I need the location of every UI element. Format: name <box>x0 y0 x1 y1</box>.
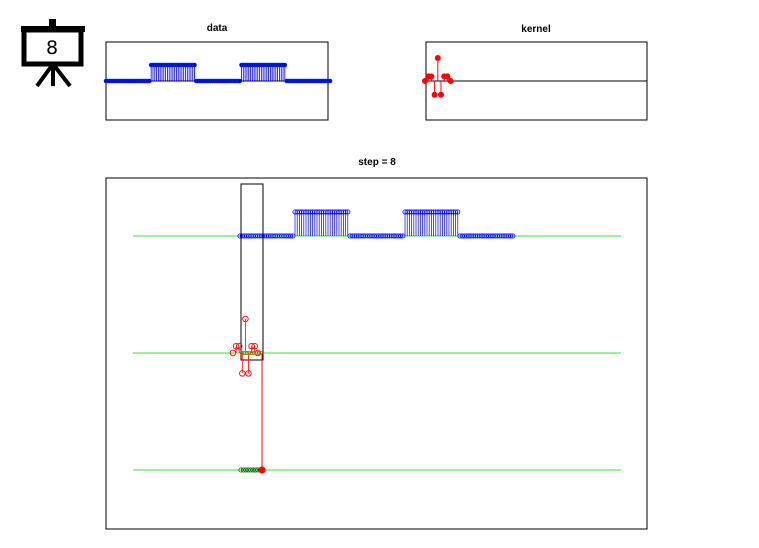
step-kernel-point <box>235 342 243 350</box>
window-sample-point <box>242 351 247 355</box>
step-kernel-point <box>239 370 246 377</box>
kernel-point <box>428 73 435 80</box>
output-point <box>243 467 249 473</box>
data-plot-title: data <box>207 23 228 34</box>
output-point <box>248 467 254 473</box>
data-point <box>282 62 288 68</box>
data-point <box>192 62 197 68</box>
kernel-point <box>444 73 451 80</box>
kernel-point <box>431 91 438 98</box>
output-point <box>238 467 244 473</box>
step-plot-frame <box>105 177 648 530</box>
window-sample-point <box>244 351 249 355</box>
step-data-point <box>288 233 294 239</box>
step-kernel-point <box>245 370 252 377</box>
current-output-point <box>258 466 266 474</box>
step-kernel-point <box>242 315 249 323</box>
data-plot <box>103 62 333 84</box>
window-sample-point <box>249 351 254 355</box>
kernel-point <box>434 55 441 61</box>
step-data-point <box>455 209 461 215</box>
window-sample-point <box>259 351 264 355</box>
step-data-point <box>510 233 516 239</box>
output-point <box>252 467 258 473</box>
output-point <box>245 467 251 473</box>
data-point <box>237 78 242 84</box>
window-sample-point <box>256 351 261 355</box>
presentation-board-icon: 8 <box>21 19 85 88</box>
window-sample-point <box>240 351 244 355</box>
data-point <box>147 78 152 84</box>
step-plot-title: step = 8 <box>358 157 396 168</box>
kernel-plot <box>422 55 647 98</box>
kernel-point <box>422 78 428 84</box>
kernel-point <box>447 78 454 84</box>
kernel-plot-title: kernel <box>521 24 551 35</box>
step-plot <box>133 183 621 474</box>
data-point <box>327 78 333 84</box>
step-data-point <box>345 209 351 215</box>
window-sample-point <box>247 351 252 355</box>
step-kernel-point <box>251 342 258 350</box>
output-point <box>240 467 246 473</box>
window-sample-point <box>254 351 259 355</box>
step-data-point <box>398 233 404 239</box>
step-data-point <box>508 233 514 239</box>
step-number: 8 <box>46 37 58 59</box>
kernel-point <box>438 91 444 98</box>
output-point <box>250 467 256 473</box>
window-sample-point <box>252 351 256 355</box>
sliding-window <box>240 183 264 361</box>
